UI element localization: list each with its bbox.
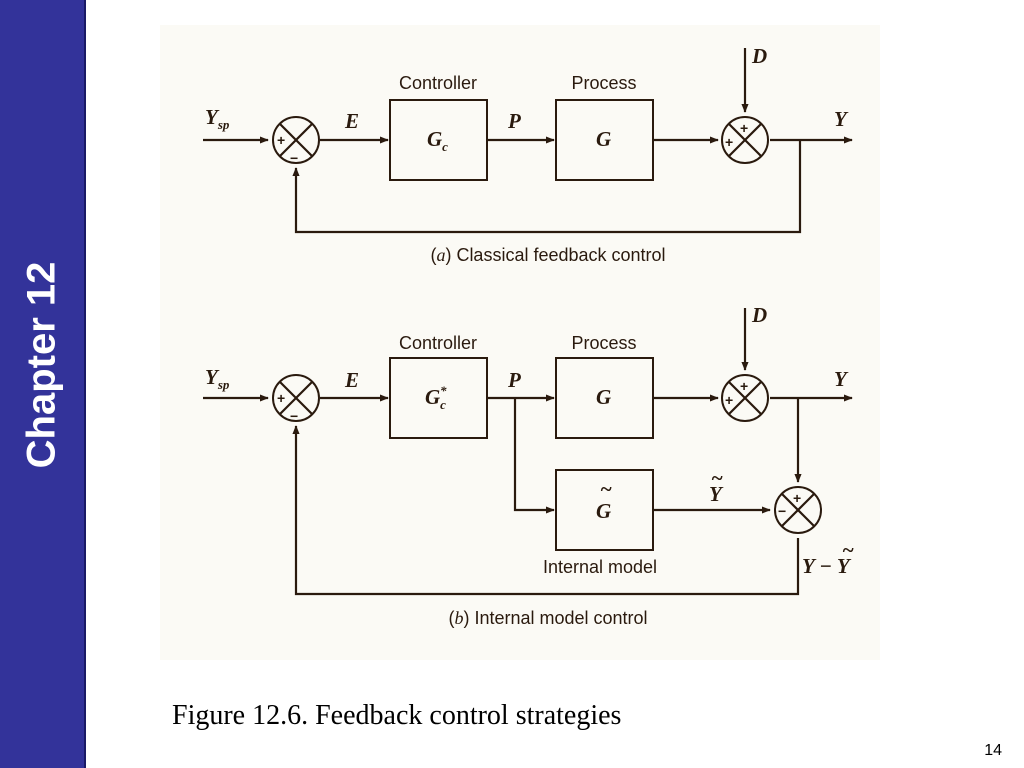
controller-symbol-b: Gc* bbox=[425, 383, 447, 412]
plus-sign: + bbox=[277, 132, 285, 148]
feedback-path-a bbox=[292, 140, 802, 234]
process-symbol-b: G bbox=[596, 385, 611, 409]
disturbance-junction-a: + + bbox=[721, 116, 769, 164]
setpoint-symbol-b: Ysp bbox=[205, 365, 230, 392]
controller-block-a bbox=[389, 99, 488, 181]
plus-sign: + bbox=[740, 120, 748, 136]
process-block-b bbox=[555, 357, 654, 439]
feedback-path-b bbox=[292, 425, 800, 596]
controller-symbol-a: Gc bbox=[427, 127, 448, 154]
minus-sign: − bbox=[290, 150, 298, 166]
model-input-path bbox=[513, 398, 555, 514]
plus-sign: + bbox=[725, 392, 733, 408]
model-output-tilde: ~ bbox=[711, 466, 723, 490]
setpoint-symbol-a: Ysp bbox=[205, 105, 230, 132]
plus-sign: + bbox=[277, 390, 285, 406]
plus-sign: + bbox=[793, 490, 801, 506]
comparison-junction-b: + − bbox=[774, 486, 822, 534]
internal-model-label: Internal model bbox=[543, 557, 657, 577]
sidebar-divider bbox=[84, 0, 86, 768]
process-symbol-a: G bbox=[596, 127, 611, 151]
plus-sign: + bbox=[740, 378, 748, 394]
difference-tilde: ~ bbox=[842, 538, 854, 562]
disturbance-symbol-b: D bbox=[751, 303, 767, 327]
process-label-a: Process bbox=[571, 73, 636, 93]
caption-a: (a) Classical feedback control bbox=[430, 245, 665, 265]
model-output-symbol: Y bbox=[709, 482, 724, 506]
controller-block-b bbox=[389, 357, 488, 439]
summing-junction-b: + − bbox=[272, 374, 320, 424]
controller-label-a: Controller bbox=[399, 73, 477, 93]
output-symbol-b: Y bbox=[834, 367, 849, 391]
p-symbol-a: P bbox=[507, 109, 521, 133]
error-symbol-a: E bbox=[344, 109, 359, 133]
process-block-a bbox=[555, 99, 654, 181]
disturbance-junction-b: + + bbox=[721, 374, 769, 422]
plus-sign: + bbox=[725, 134, 733, 150]
p-symbol-b: P bbox=[507, 368, 521, 392]
model-symbol: G bbox=[596, 499, 611, 523]
difference-symbol: Y − Y bbox=[802, 554, 852, 578]
minus-sign: − bbox=[290, 408, 298, 424]
page-number: 14 bbox=[984, 742, 1002, 759]
figure-caption: Figure 12.6. Feedback control strategies bbox=[172, 700, 622, 731]
summing-junction-a: + − bbox=[272, 116, 320, 166]
diagram-classical-feedback: + − + + Controller Process Gc G Ysp E P … bbox=[203, 44, 853, 265]
model-tilde: ~ bbox=[600, 477, 612, 501]
controller-label-b: Controller bbox=[399, 333, 477, 353]
diagram-internal-model-control: + − + + + − Controller Process Gc* G G ~… bbox=[203, 303, 854, 628]
sidebar bbox=[0, 0, 84, 768]
process-label-b: Process bbox=[571, 333, 636, 353]
output-symbol-a: Y bbox=[834, 107, 849, 131]
minus-sign: − bbox=[778, 503, 786, 519]
disturbance-symbol-a: D bbox=[751, 44, 767, 68]
error-symbol-b: E bbox=[344, 368, 359, 392]
caption-b: (b) Internal model control bbox=[448, 608, 647, 628]
internal-model-block bbox=[555, 469, 654, 551]
